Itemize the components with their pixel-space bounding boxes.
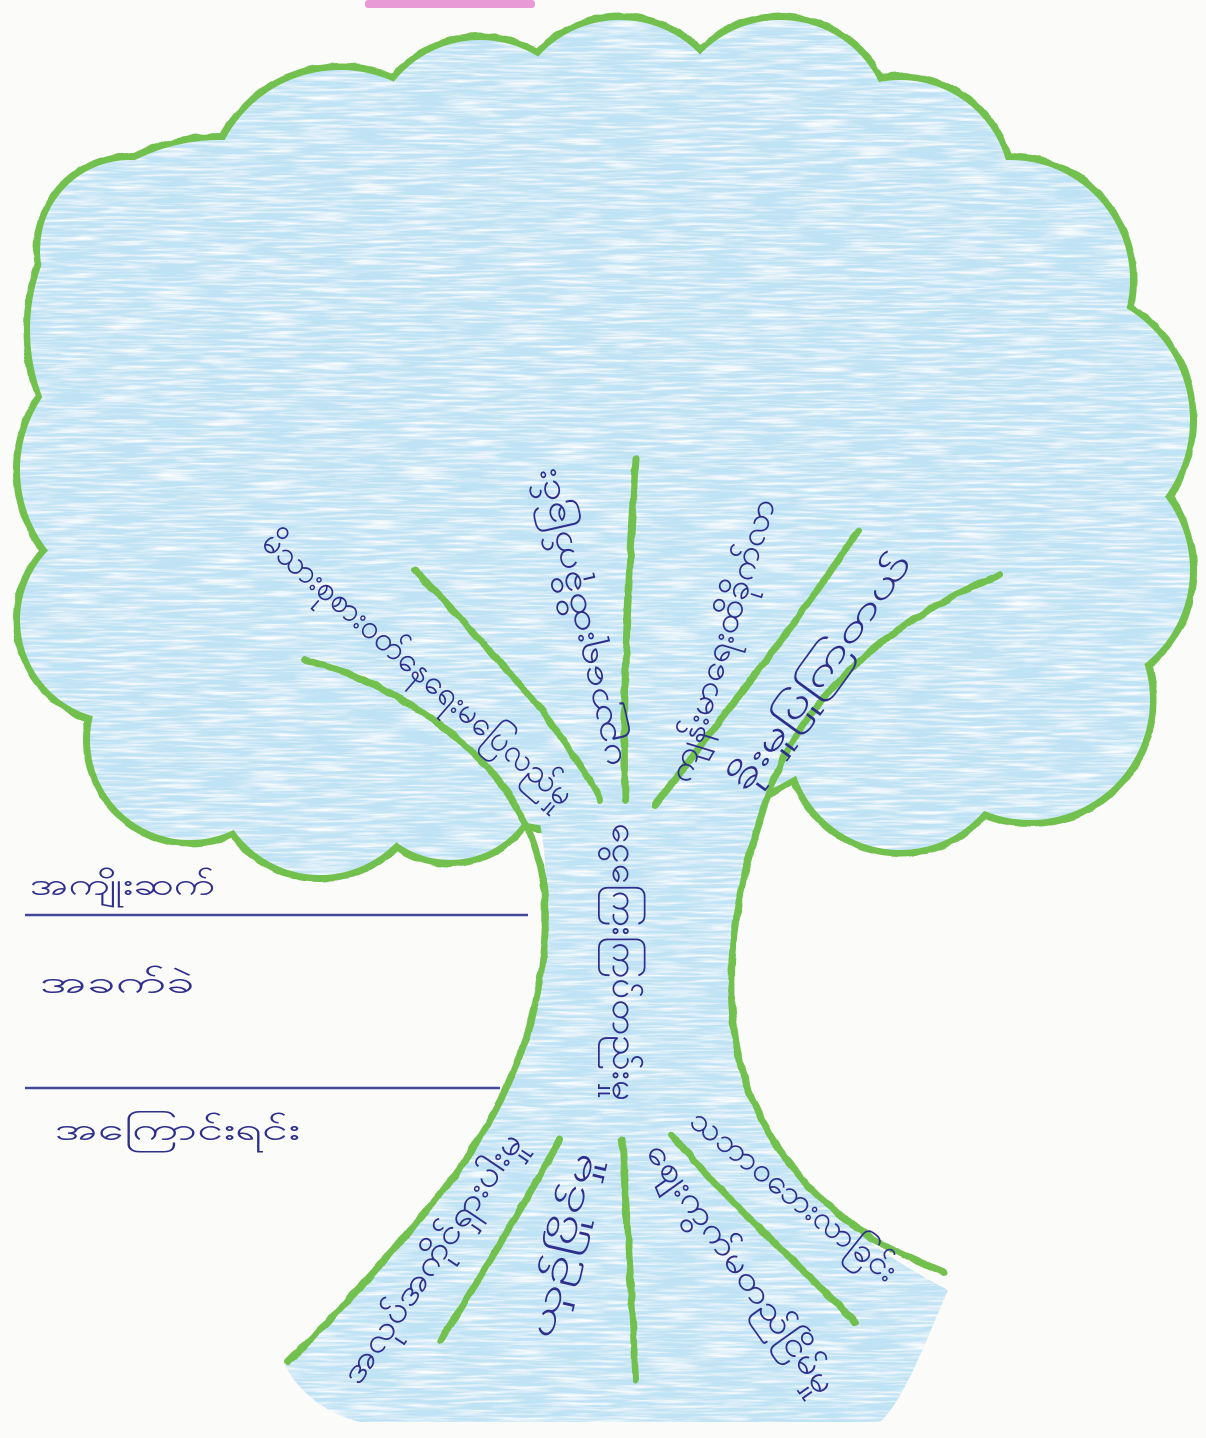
- pink-tab: [365, 0, 535, 8]
- effect-side-label: အကျိုးဆက်: [30, 868, 215, 909]
- problem-side-label: အခက်ခဲ: [40, 966, 195, 1001]
- main-problem-text: ငွေကြေးကြပ်တည်းမှု: [598, 823, 644, 1101]
- cause-side-label: အကြောင်းရင်း: [55, 1111, 300, 1154]
- side-legend: အကျိုးဆက် အခက်ခဲ အကြောင်းရင်း: [25, 868, 528, 1154]
